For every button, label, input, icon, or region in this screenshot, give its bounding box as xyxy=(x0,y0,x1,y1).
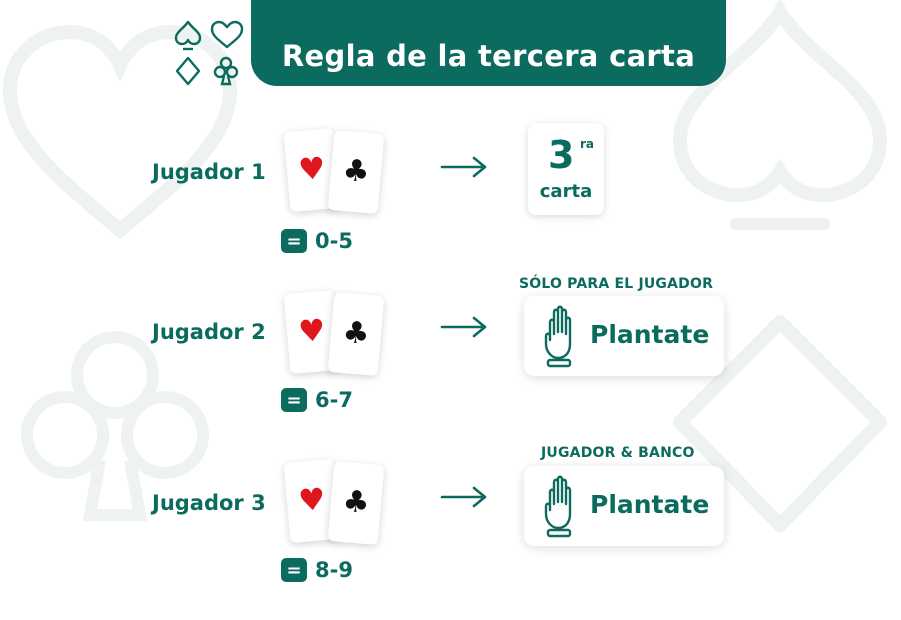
hand-stop-icon xyxy=(544,475,572,538)
playing-card-club: ♣ xyxy=(327,129,385,215)
stand-label: Plantate xyxy=(590,320,710,349)
club-suit-icon: ♣ xyxy=(341,152,371,191)
score-range: = 8-9 xyxy=(281,558,353,582)
stand-caption: SÓLO PARA EL JUGADOR xyxy=(519,276,714,292)
page-title: Regla de la tercera carta xyxy=(281,39,696,73)
equals-badge: = xyxy=(281,229,307,253)
arrow-right-icon xyxy=(440,156,487,178)
club-suit-icon: ♣ xyxy=(341,314,371,353)
heart-suit-icon: ♥ xyxy=(297,150,327,189)
diamond-icon xyxy=(175,56,201,86)
heart-suit-icon: ♥ xyxy=(297,312,327,351)
third-card-badge: 3 ra carta xyxy=(528,123,604,215)
background-heart-icon xyxy=(2,24,238,240)
third-card-number: 3 xyxy=(548,133,575,177)
heart-suit-icon: ♥ xyxy=(297,481,327,520)
third-card-word: carta xyxy=(539,181,593,202)
background-diamond-icon xyxy=(673,315,887,532)
score-value: 6-7 xyxy=(315,388,353,412)
background-spade-icon xyxy=(672,0,888,230)
stand-label: Plantate xyxy=(590,490,710,519)
hand-stop-icon xyxy=(544,305,572,368)
header-banner: Regla de la tercera carta xyxy=(251,0,726,86)
heart-icon xyxy=(210,20,244,49)
arrow-right-icon xyxy=(440,486,487,508)
score-value: 0-5 xyxy=(315,229,353,253)
equals-badge: = xyxy=(281,388,307,412)
row-label: Jugador 1 xyxy=(152,160,266,184)
stand-caption: JUGADOR & BANCO xyxy=(541,445,695,461)
score-value: 8-9 xyxy=(315,558,353,582)
stand-box: Plantate xyxy=(524,466,724,546)
club-suit-icon: ♣ xyxy=(341,483,371,522)
background-club-icon xyxy=(21,331,209,521)
arrow-right-icon xyxy=(440,316,487,338)
club-icon xyxy=(213,56,239,86)
score-range: = 6-7 xyxy=(281,388,353,412)
stand-box: Plantate xyxy=(524,296,724,376)
equals-badge: = xyxy=(281,558,307,582)
score-range: = 0-5 xyxy=(281,229,353,253)
spade-icon xyxy=(174,20,202,51)
row-label: Jugador 2 xyxy=(152,320,266,344)
suits-logo xyxy=(174,20,244,86)
row-label: Jugador 3 xyxy=(152,491,266,515)
playing-card-club: ♣ xyxy=(327,460,385,546)
playing-card-club: ♣ xyxy=(327,291,385,377)
third-card-superscript: ra xyxy=(580,137,595,151)
